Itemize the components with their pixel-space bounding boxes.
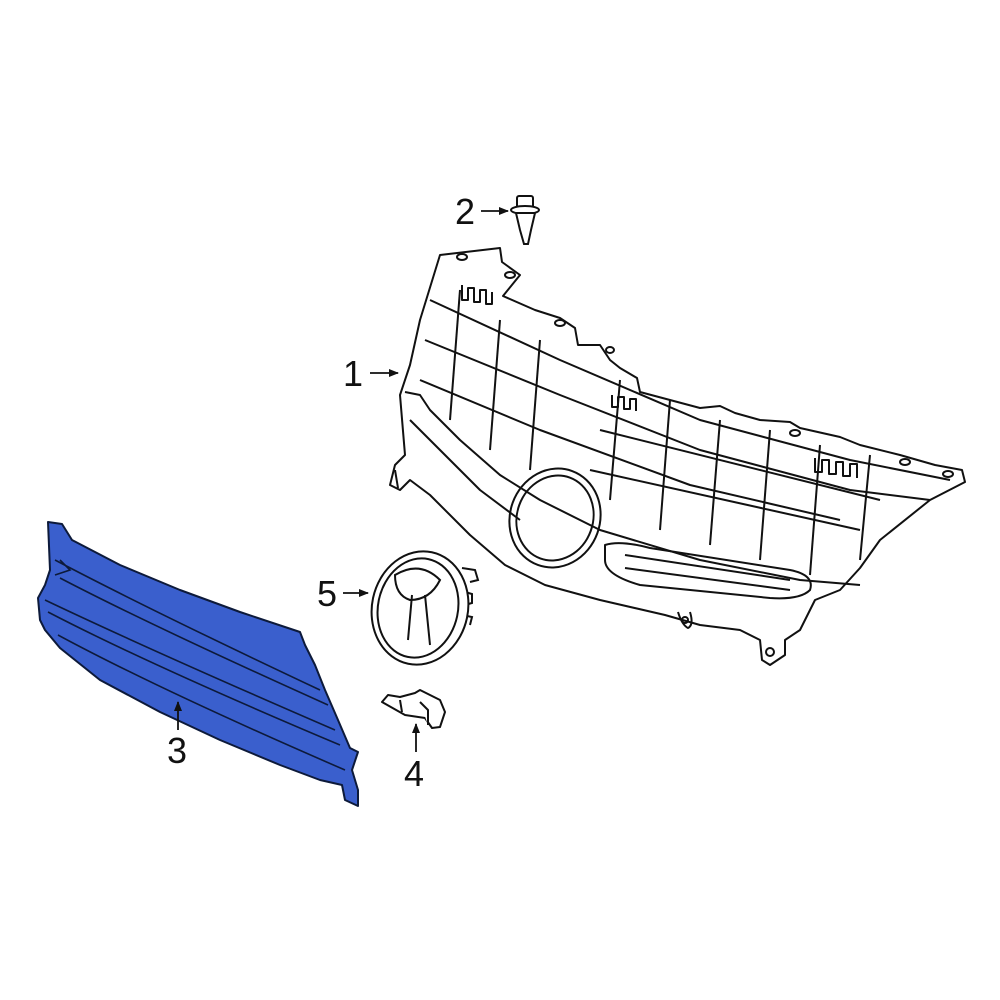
lower-grille-insert[interactable]: [37, 521, 359, 807]
callout-label-2: 2: [455, 191, 476, 232]
callout-label-1: 1: [343, 353, 364, 394]
bracket[interactable]: [381, 689, 446, 729]
callout-label-5: 5: [317, 573, 338, 614]
callout-arrows: [174, 207, 509, 752]
callout-label-4: 4: [404, 753, 425, 794]
grille-assembly[interactable]: [389, 247, 966, 666]
emblem[interactable]: [361, 542, 480, 673]
clip-fastener[interactable]: [510, 195, 540, 245]
callout-label-3: 3: [167, 730, 188, 771]
